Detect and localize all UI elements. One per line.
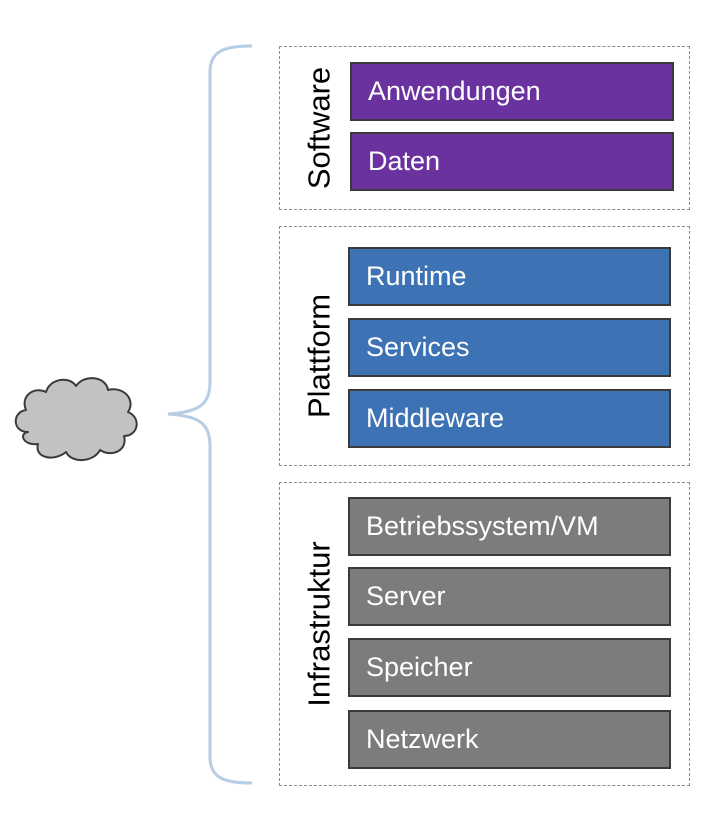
layer-server: Server <box>348 567 671 626</box>
cloud-icon <box>14 377 138 461</box>
layer-services: Services <box>348 318 671 377</box>
software-group <box>279 46 690 210</box>
layer-betriebssystem-vm: Betriebssystem/VM <box>348 497 671 556</box>
infrastructure-label: Infrastruktur <box>301 541 337 707</box>
layer-anwendungen: Anwendungen <box>350 62 674 121</box>
software-label: Software <box>301 66 337 190</box>
infrastructure-group <box>279 482 690 786</box>
layer-daten: Daten <box>350 132 674 191</box>
curly-brace <box>167 44 253 785</box>
layer-speicher: Speicher <box>348 638 671 697</box>
layer-middleware: Middleware <box>348 389 671 448</box>
platform-label: Plattform <box>301 293 337 419</box>
platform-group <box>279 226 690 466</box>
layer-netzwerk: Netzwerk <box>348 710 671 769</box>
layer-runtime: Runtime <box>348 247 671 306</box>
